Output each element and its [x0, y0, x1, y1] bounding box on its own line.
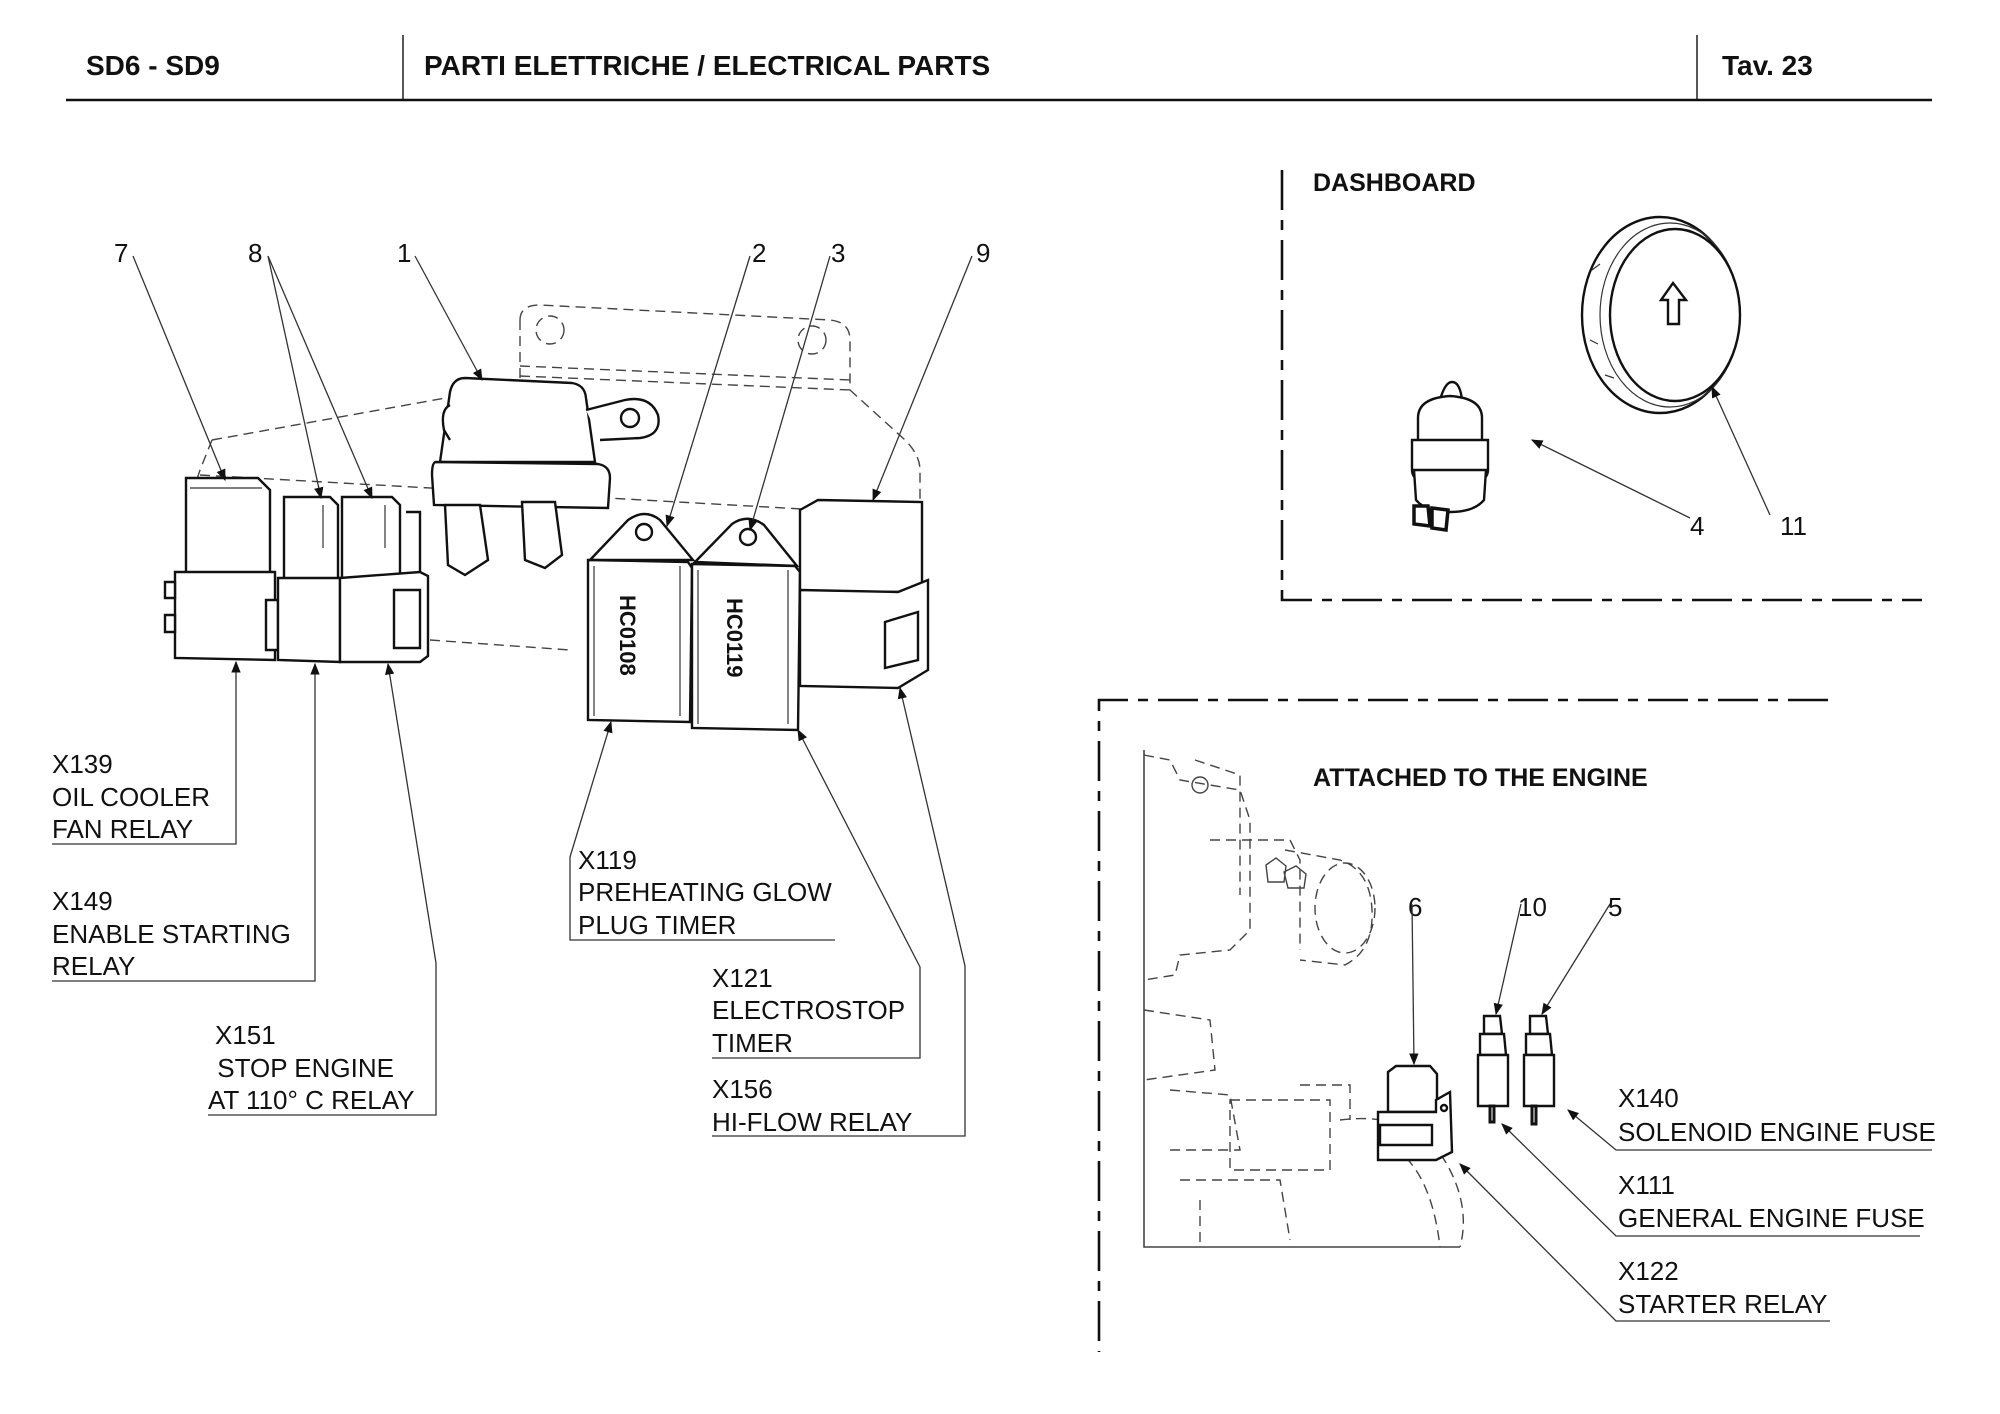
svg-text:ELECTROSTOP: ELECTROSTOP [712, 995, 905, 1025]
engine-section: ATTACHED TO THE ENGINE [1097, 698, 1936, 1352]
svg-text:PREHEATING GLOW: PREHEATING GLOW [578, 877, 832, 907]
callout-x156: X156 HI-FLOW RELAY [712, 1074, 912, 1137]
svg-text:ENABLE STARTING: ENABLE STARTING [52, 919, 291, 949]
header-model: SD6 - SD9 [86, 50, 220, 81]
item-number-3: 3 [831, 238, 845, 268]
timer-2: HC0108 [586, 512, 696, 724]
starter-relay-6 [1376, 1064, 1454, 1162]
svg-text:RELAY: RELAY [52, 951, 135, 981]
callout-x119: X119 PREHEATING GLOW PLUG TIMER [578, 845, 832, 940]
svg-text:GENERAL ENGINE FUSE: GENERAL ENGINE FUSE [1618, 1203, 1925, 1233]
callout-x111: X111 GENERAL ENGINE FUSE [1618, 1170, 1925, 1233]
item-number-6: 6 [1408, 892, 1422, 922]
relay-8-pair [276, 495, 430, 664]
timer-3: HC0119 [690, 517, 802, 732]
item-number-11: 11 [1780, 511, 1807, 541]
dashboard-title: DASHBOARD [1313, 169, 1476, 197]
item-number-5: 5 [1608, 892, 1622, 922]
relay-bracket-assembly: HC0108 HC0119 [163, 304, 930, 732]
engine-title: ATTACHED TO THE ENGINE [1313, 764, 1648, 792]
item-number-9: 9 [976, 238, 990, 268]
callout-x151: X151 STOP ENGINE AT 110° C RELAY [208, 1020, 414, 1115]
callout-x149: X149 ENABLE STARTING RELAY [52, 886, 291, 981]
header-title: PARTI ELETTRICHE / ELECTRICAL PARTS [424, 50, 990, 81]
key-switch-4 [1410, 380, 1490, 532]
svg-text:X122: X122 [1618, 1256, 1679, 1286]
header-table-number: Tav. 23 [1722, 50, 1813, 81]
bracket-plate-edge [199, 365, 851, 651]
engine-block-outline [1143, 750, 1464, 1248]
timer-3-marking: HC0119 [722, 598, 747, 678]
svg-text:X156: X156 [712, 1074, 773, 1104]
svg-text:PLUG TIMER: PLUG TIMER [578, 910, 736, 940]
item-leaders [132, 255, 973, 532]
svg-text:X121: X121 [712, 963, 773, 993]
callout-x122: X122 STARTER RELAY [1618, 1256, 1828, 1319]
item-number-10: 10 [1518, 892, 1547, 922]
callout-leaders-left [52, 660, 966, 1137]
item-number-4: 4 [1690, 511, 1704, 541]
dashboard-section: DASHBOARD 4 11 [1280, 169, 1922, 602]
svg-text:FAN RELAY: FAN RELAY [52, 814, 193, 844]
svg-text:AT 110° C RELAY: AT 110° C RELAY [208, 1085, 414, 1115]
callout-x140: X140 SOLENOID ENGINE FUSE [1618, 1083, 1936, 1147]
relay-9 [798, 498, 930, 690]
bracket-hole [797, 325, 827, 355]
svg-text:HI-FLOW RELAY: HI-FLOW RELAY [712, 1107, 912, 1137]
fuse-10 [1476, 1014, 1510, 1124]
fuse-5 [1522, 1014, 1556, 1126]
item-number-8: 8 [248, 238, 262, 268]
callout-x121: X121 ELECTROSTOP TIMER [712, 963, 905, 1058]
svg-text:X139: X139 [52, 749, 113, 779]
push-button-11 [1580, 215, 1742, 415]
svg-text:X111: X111 [1618, 1170, 1675, 1200]
item-number-7: 7 [114, 238, 128, 268]
item-number-1: 1 [397, 238, 411, 268]
item-number-2: 2 [752, 238, 766, 268]
svg-text:STOP ENGINE: STOP ENGINE [210, 1053, 394, 1083]
svg-text:X140: X140 [1618, 1083, 1679, 1113]
bracket-plate-outline [189, 304, 921, 510]
svg-text:STARTER RELAY: STARTER RELAY [1618, 1289, 1828, 1319]
svg-text:SOLENOID ENGINE FUSE: SOLENOID ENGINE FUSE [1618, 1117, 1936, 1147]
relay-mount-hole [619, 407, 641, 429]
bracket-hole [535, 315, 565, 345]
title-block: SD6 - SD9 PARTI ELETTRICHE / ELECTRICAL … [66, 35, 1932, 102]
arrow-up-icon [1658, 280, 1689, 326]
svg-text:X119: X119 [578, 845, 637, 875]
dashboard-frame [1280, 170, 1922, 602]
svg-text:X151: X151 [215, 1020, 276, 1050]
svg-text:TIMER: TIMER [712, 1028, 793, 1058]
svg-text:X149: X149 [52, 886, 113, 916]
engine-frame [1097, 698, 1828, 1352]
callout-x139: X139 OIL COOLER FAN RELAY [52, 749, 210, 844]
svg-text:OIL COOLER: OIL COOLER [52, 782, 210, 812]
timer-2-marking: HC0108 [615, 595, 640, 676]
relay-1 [430, 376, 660, 577]
relay-7 [163, 476, 280, 662]
